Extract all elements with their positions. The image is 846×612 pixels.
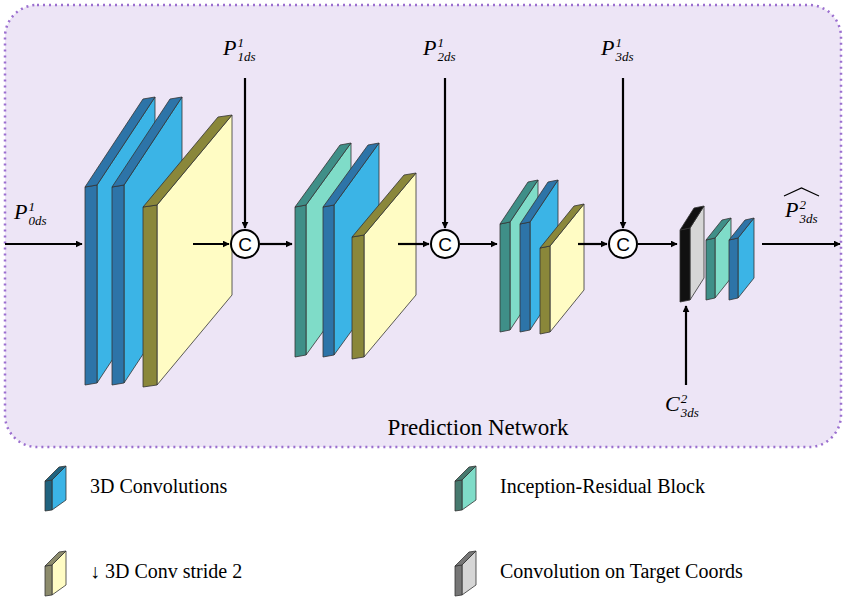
- flow-arrow: [244, 78, 246, 228]
- legend-label: Convolution on Target Coords: [500, 560, 743, 583]
- legend-label: 3D Convolutions: [90, 475, 227, 498]
- superscript: 1: [237, 36, 255, 50]
- layer-top: [352, 173, 416, 237]
- layer-side: [323, 205, 334, 357]
- network-region: Prediction NetworkCCC: [5, 5, 841, 447]
- script-stack: 23ds: [799, 198, 817, 225]
- legend-swatch: [452, 545, 486, 597]
- legend-entry: ↓ 3D Conv stride 2: [42, 545, 242, 597]
- symbol-base: C: [665, 391, 680, 416]
- layer-side: [295, 205, 306, 357]
- symbol-base: P: [423, 35, 436, 60]
- flow-arrow: [444, 78, 446, 228]
- layer-top: [520, 180, 558, 224]
- layer-top: [323, 143, 379, 207]
- swatch-top: [455, 551, 476, 566]
- network-region: [5, 5, 841, 447]
- legend-entry: Convolution on Target Coords: [452, 545, 743, 597]
- layer-side: [540, 246, 550, 334]
- symbol-base: P: [601, 35, 614, 60]
- math-label: C23ds: [665, 392, 699, 419]
- layer-side: [352, 235, 364, 359]
- legend-swatch: [42, 545, 76, 597]
- flow-arrow: [762, 243, 840, 245]
- layer-side: [500, 222, 510, 332]
- region-title: Prediction Network: [5, 415, 841, 441]
- legend-entry: 3D Convolutions: [42, 460, 227, 512]
- concat-symbol: C: [438, 235, 452, 254]
- swatch-top: [45, 466, 66, 481]
- swatch-side: [455, 480, 462, 511]
- superscript: 2: [681, 392, 699, 406]
- subscript: 0ds: [28, 214, 46, 228]
- math-label: P10ds: [14, 200, 47, 227]
- symbol-base: P: [785, 197, 798, 222]
- swatch-side: [455, 565, 462, 596]
- layer-side: [143, 205, 157, 387]
- concat-circle: C: [608, 229, 638, 259]
- subscript: 2ds: [437, 50, 455, 64]
- flow-arrow: [398, 243, 429, 245]
- layer-top: [729, 218, 754, 240]
- hat-accent: [783, 187, 820, 197]
- layer-side: [112, 185, 124, 385]
- layer-top: [143, 115, 232, 207]
- symbol-base: P: [14, 199, 27, 224]
- math-label: P11ds: [223, 36, 256, 63]
- layer-side: [706, 238, 715, 300]
- flow-arrow: [193, 243, 229, 245]
- legend-swatch: [42, 460, 76, 512]
- subscript: 3ds: [615, 50, 633, 64]
- layer-side: [85, 185, 97, 385]
- script-stack: 11ds: [237, 36, 255, 63]
- subscript: 3ds: [799, 212, 817, 226]
- math-label: P12ds: [423, 36, 456, 63]
- script-stack: 12ds: [437, 36, 455, 63]
- script-stack: 13ds: [615, 36, 633, 63]
- script-stack: 10ds: [28, 200, 46, 227]
- superscript: 1: [28, 200, 46, 214]
- subscript: 3ds: [681, 406, 699, 420]
- layer-top: [680, 206, 704, 230]
- layer-top: [540, 204, 584, 248]
- concat-circle: C: [430, 229, 460, 259]
- flow-arrow: [460, 243, 497, 245]
- layer-side: [680, 228, 690, 302]
- layer-side: [729, 238, 738, 300]
- concat-symbol: C: [238, 235, 252, 254]
- subscript: 1ds: [237, 50, 255, 64]
- math-label: P13ds: [601, 36, 634, 63]
- flow-arrow: [5, 243, 82, 245]
- hat-stroke: [784, 188, 819, 196]
- legend-label: Inception-Residual Block: [500, 475, 705, 498]
- legend-entry: Inception-Residual Block: [452, 460, 705, 512]
- symbol-base: P: [223, 35, 236, 60]
- script-stack: 23ds: [681, 392, 699, 419]
- flow-arrow: [578, 243, 607, 245]
- layer-top: [706, 218, 731, 240]
- swatch-side: [45, 480, 52, 511]
- concat-circle: C: [230, 229, 260, 259]
- flow-arrow: [622, 78, 624, 228]
- flow-arrow: [685, 306, 687, 385]
- swatch-top: [455, 466, 476, 481]
- superscript: 2: [799, 198, 817, 212]
- superscript: 1: [437, 36, 455, 50]
- legend-swatch: [452, 460, 486, 512]
- layer-side: [520, 222, 530, 332]
- superscript: 1: [615, 36, 633, 50]
- concat-symbol: C: [616, 235, 630, 254]
- flow-arrow: [638, 243, 677, 245]
- swatch-top: [45, 551, 66, 566]
- legend-label: ↓ 3D Conv stride 2: [90, 560, 242, 583]
- flow-arrow: [260, 243, 292, 245]
- swatch-side: [45, 565, 52, 596]
- math-label: P23ds: [785, 198, 818, 225]
